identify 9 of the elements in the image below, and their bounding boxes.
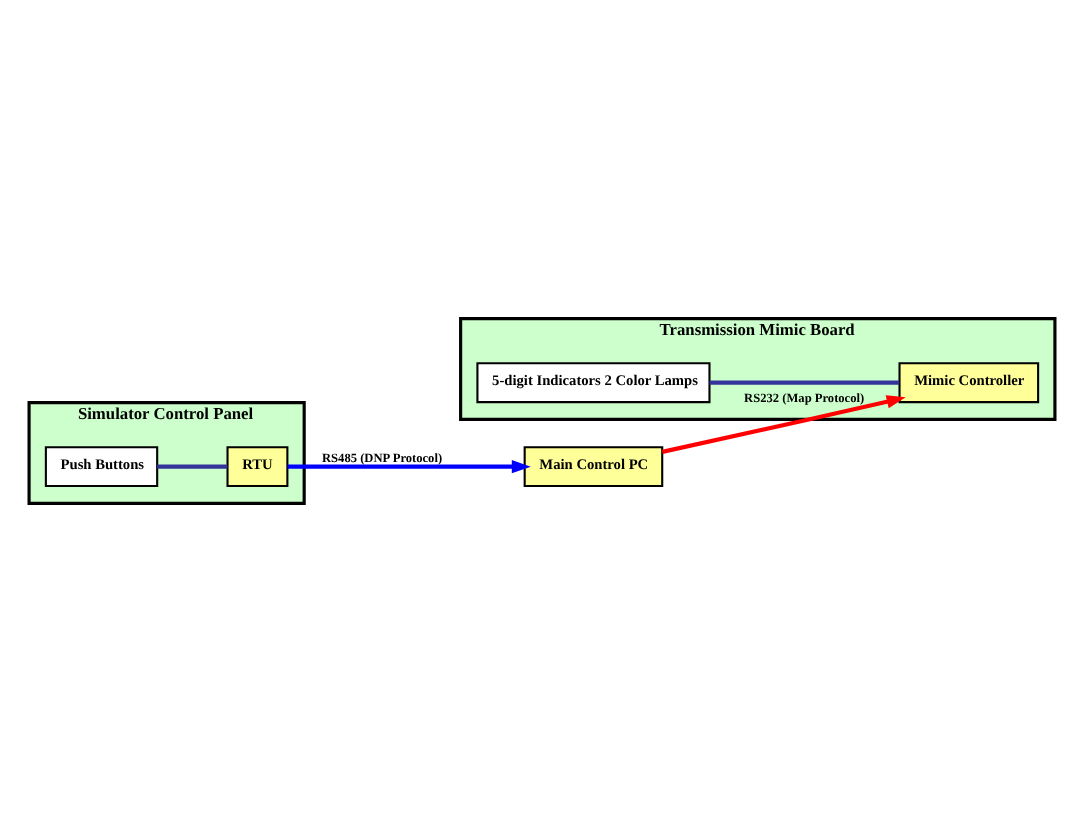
connector [709,380,900,385]
node-box: Main Control PC [523,446,664,488]
connector [157,464,228,469]
arrow [661,395,906,454]
node-box: Push Buttons [44,446,159,488]
node-box: RTU [226,446,289,488]
arrow [287,460,531,474]
node-box: Mimic Controller [898,362,1040,404]
node-box: 5-digit Indicators 2 Color Lamps [476,362,711,404]
